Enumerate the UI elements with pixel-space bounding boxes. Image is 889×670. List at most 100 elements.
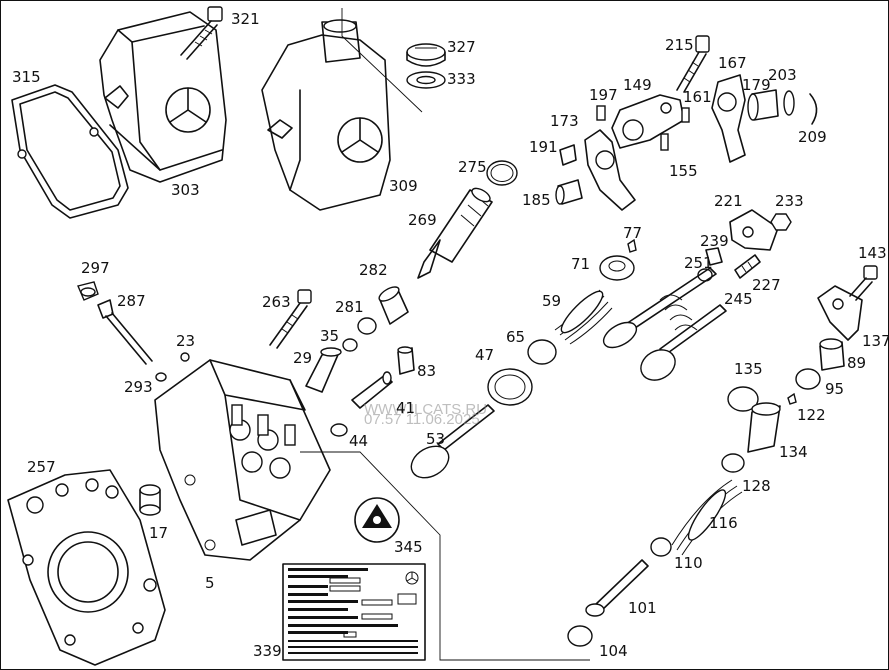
part-17-sleeve xyxy=(139,484,161,516)
callout-65: 65 xyxy=(506,328,525,346)
part-47-valve-seat-ring xyxy=(487,368,533,406)
part-179-bushing xyxy=(747,89,779,121)
callout-155: 155 xyxy=(669,162,698,180)
callout-122: 122 xyxy=(797,406,826,424)
callout-287: 287 xyxy=(117,292,146,310)
callout-44: 44 xyxy=(349,432,368,450)
callout-101: 101 xyxy=(628,599,657,617)
part-293-seal-ring xyxy=(155,372,167,382)
part-239-pushrod xyxy=(705,247,723,266)
callout-173: 173 xyxy=(550,112,579,130)
watermark-line-1: WWW.ILCATS.RU xyxy=(364,401,487,418)
callout-83: 83 xyxy=(417,362,436,380)
part-245-exhaust-valve xyxy=(602,267,727,381)
callout-215: 215 xyxy=(665,36,694,54)
callout-179: 179 xyxy=(742,76,771,94)
part-191-spring-pin xyxy=(559,144,577,166)
part-269-injector xyxy=(417,187,493,279)
part-23-dowel xyxy=(180,352,190,362)
callout-327: 327 xyxy=(447,38,476,56)
callout-303: 303 xyxy=(171,181,200,199)
callout-209: 209 xyxy=(798,128,827,146)
part-143-bolt xyxy=(849,265,878,301)
callout-135: 135 xyxy=(734,360,763,378)
part-167-rocker-bracket xyxy=(711,74,746,163)
callout-263: 263 xyxy=(262,293,291,311)
callout-89: 89 xyxy=(847,354,866,372)
part-215-bolt xyxy=(676,35,710,93)
callout-41: 41 xyxy=(396,399,415,417)
callout-185: 185 xyxy=(522,191,551,209)
part-203-washer xyxy=(783,90,795,116)
part-116-valve-spring xyxy=(671,479,743,556)
callout-137: 137 xyxy=(862,332,889,350)
part-71-spring-retainer xyxy=(599,255,635,281)
part-101-valve xyxy=(585,559,649,617)
callout-71: 71 xyxy=(571,255,590,273)
part-287-guide-tube xyxy=(97,299,153,365)
part-161-pin xyxy=(681,107,690,123)
part-95-seal-ring xyxy=(795,368,821,390)
part-185-bushing xyxy=(555,179,583,205)
callout-191: 191 xyxy=(529,138,558,156)
part-297-plug xyxy=(77,281,99,301)
part-321-bolt xyxy=(180,6,223,60)
part-65-seal-ring xyxy=(527,339,557,365)
callout-110: 110 xyxy=(674,554,703,572)
callout-227: 227 xyxy=(752,276,781,294)
callout-197: 197 xyxy=(589,86,618,104)
part-128-retainer xyxy=(721,453,745,473)
callout-17: 17 xyxy=(149,524,168,542)
part-197-adjust-screw xyxy=(596,105,606,121)
part-327-filler-cap xyxy=(406,43,446,67)
callout-23: 23 xyxy=(176,332,195,350)
part-53-intake-valve xyxy=(410,404,495,479)
callout-29: 29 xyxy=(293,349,312,367)
part-303-valve-cover xyxy=(99,11,227,183)
callout-333: 333 xyxy=(447,70,476,88)
part-89-tappet xyxy=(819,338,845,371)
callout-251: 251 xyxy=(684,254,713,272)
callout-203: 203 xyxy=(768,66,797,84)
part-77-valve-key xyxy=(627,238,637,253)
part-339-info-plate xyxy=(282,563,426,661)
callout-128: 128 xyxy=(742,477,771,495)
part-149-rocker-arm xyxy=(611,94,685,149)
callout-345: 345 xyxy=(394,538,423,556)
part-345-cover-plate xyxy=(354,497,400,543)
part-209-circlip xyxy=(809,93,818,125)
callout-149: 149 xyxy=(623,76,652,94)
callout-275: 275 xyxy=(458,158,487,176)
part-35-seal-ring xyxy=(342,338,358,352)
part-227-screw xyxy=(734,254,761,279)
callout-297: 297 xyxy=(81,259,110,277)
callout-143: 143 xyxy=(858,244,887,262)
callout-77: 77 xyxy=(623,224,642,242)
part-135-seal-ring xyxy=(727,386,759,412)
callout-321: 321 xyxy=(231,10,260,28)
callout-269: 269 xyxy=(408,211,437,229)
part-44-seal-ring xyxy=(330,423,348,437)
leader-309 xyxy=(341,8,423,113)
part-221-rocker-support xyxy=(729,209,779,251)
callout-339: 339 xyxy=(253,642,282,660)
callout-167: 167 xyxy=(718,54,747,72)
part-173-rocker-arm xyxy=(584,129,636,211)
part-83-valve-guide xyxy=(397,346,415,375)
callout-257: 257 xyxy=(27,458,56,476)
part-122-key xyxy=(787,392,797,405)
part-29-nozzle-sleeve xyxy=(305,347,342,393)
callout-282: 282 xyxy=(359,261,388,279)
part-59-valve-spring xyxy=(554,289,613,345)
part-41-valve-guide xyxy=(351,371,393,409)
callout-104: 104 xyxy=(599,642,628,660)
part-233-nut xyxy=(770,213,792,231)
part-155-pushrod-pin xyxy=(660,133,669,151)
callout-245: 245 xyxy=(724,290,753,308)
part-257-head-gasket xyxy=(7,469,166,666)
part-333-filler-seal xyxy=(406,71,446,89)
callout-95: 95 xyxy=(825,380,844,398)
